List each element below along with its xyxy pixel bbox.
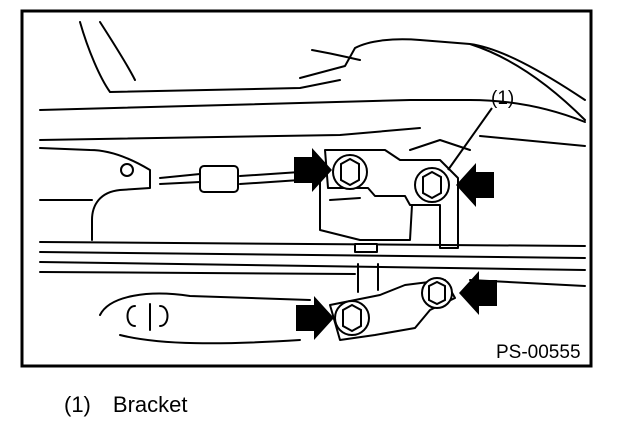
middle-rails (39, 241, 586, 287)
cable (159, 171, 301, 185)
bolts (332, 154, 453, 336)
upper-panel-lines (79, 21, 586, 121)
arrow-upper-right (456, 163, 494, 207)
callout-label: (1) (491, 88, 514, 109)
upper-bracket (324, 149, 459, 249)
figure-code: PS-00555 (496, 342, 581, 363)
link-plate (354, 243, 378, 253)
left-hole (120, 163, 134, 177)
arrow-lower-left (296, 296, 334, 340)
legend-item: (1) Bracket (64, 392, 187, 418)
lower-holes (126, 303, 169, 331)
arrow-upper-left (294, 148, 332, 192)
upper-rail (39, 99, 586, 147)
bracket-body (319, 139, 471, 241)
arrow-lower-right (459, 271, 497, 315)
legend-label: Bracket (112, 392, 188, 417)
left-structure (39, 147, 151, 241)
callout-leader (447, 107, 493, 171)
link-stud (357, 263, 379, 293)
legend-number: (1) (64, 392, 91, 417)
lower-structure (99, 292, 311, 345)
cable-sleeve (199, 165, 239, 193)
